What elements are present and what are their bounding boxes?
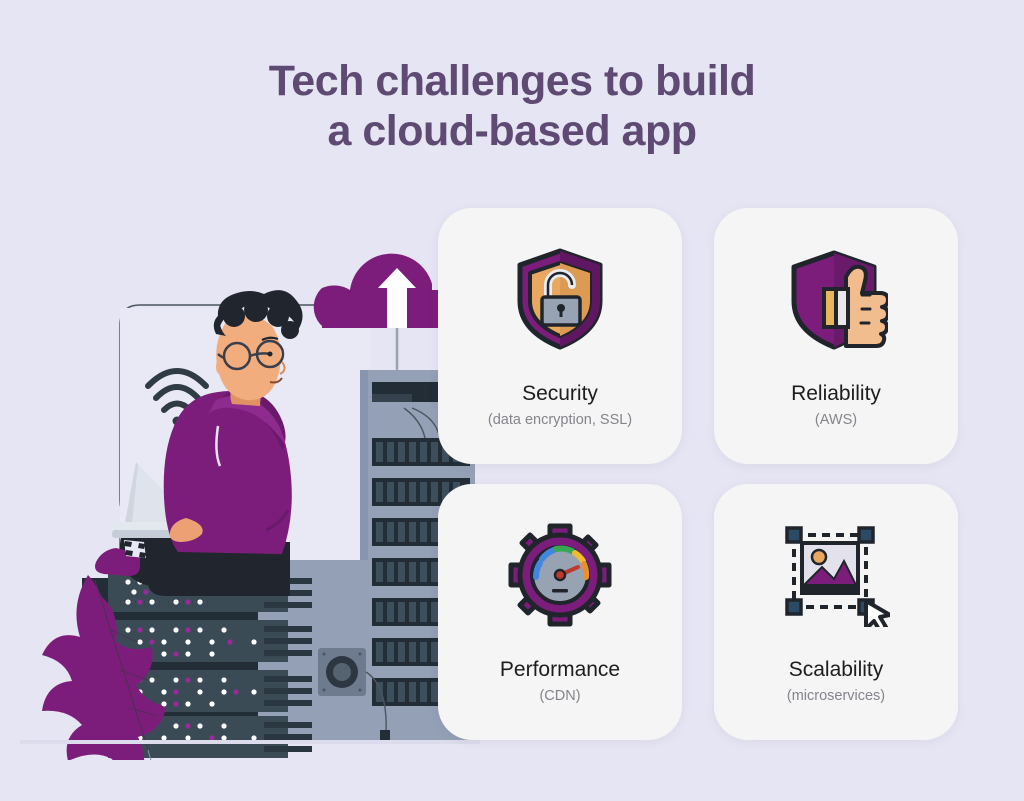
card-reliability[interactable]: Reliability (AWS) xyxy=(714,208,958,464)
card-title: Security xyxy=(522,381,598,405)
developer-on-server-rack-illustration xyxy=(20,230,480,781)
card-performance[interactable]: Performance (CDN) xyxy=(438,484,682,740)
page-title: Tech challenges to build a cloud-based a… xyxy=(0,56,1024,156)
card-title: Reliability xyxy=(791,381,881,405)
image-resize-cursor-icon xyxy=(782,519,890,631)
title-line-1: Tech challenges to build xyxy=(268,57,756,105)
card-security[interactable]: Security (data encryption, SSL) xyxy=(438,208,682,464)
card-subtitle: (data encryption, SSL) xyxy=(487,411,633,428)
gear-gauge-icon xyxy=(508,519,612,631)
challenge-cards-grid: Security (data encryption, SSL) Reliabil… xyxy=(438,208,958,740)
developer-character xyxy=(95,290,303,596)
card-scalability[interactable]: Scalability (microservices) xyxy=(714,484,958,740)
title-line-2: a cloud-based app xyxy=(327,107,697,155)
card-title: Performance xyxy=(499,657,621,681)
cloud-upload-icon xyxy=(313,253,440,380)
shield-thumbs-up-icon xyxy=(784,243,888,355)
card-subtitle: (CDN) xyxy=(539,687,581,704)
shield-lock-icon xyxy=(514,243,606,355)
card-title: Scalability xyxy=(788,657,884,681)
card-subtitle: (microservices) xyxy=(786,687,886,704)
card-subtitle: (AWS) xyxy=(814,411,858,428)
